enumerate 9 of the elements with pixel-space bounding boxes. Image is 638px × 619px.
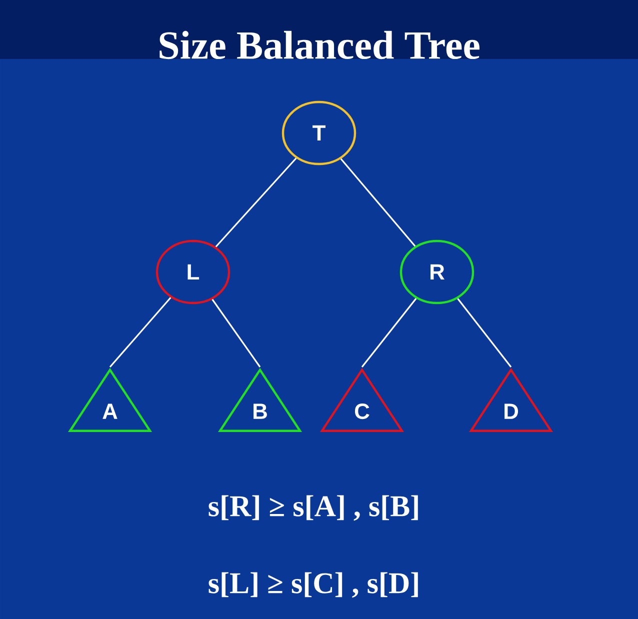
tree-edge	[215, 158, 297, 248]
size-inequality: s[L] ≥ s[C] , s[D]	[208, 572, 418, 598]
tree-edge	[340, 158, 416, 247]
tree-edge	[361, 298, 417, 368]
title: Size Balanced Tree	[160, 30, 480, 60]
tree-edge	[109, 297, 172, 368]
tree-edge	[212, 298, 261, 368]
tree-edge	[457, 298, 512, 368]
size-inequality: s[R] ≥ s[A] , s[B]	[208, 495, 418, 521]
